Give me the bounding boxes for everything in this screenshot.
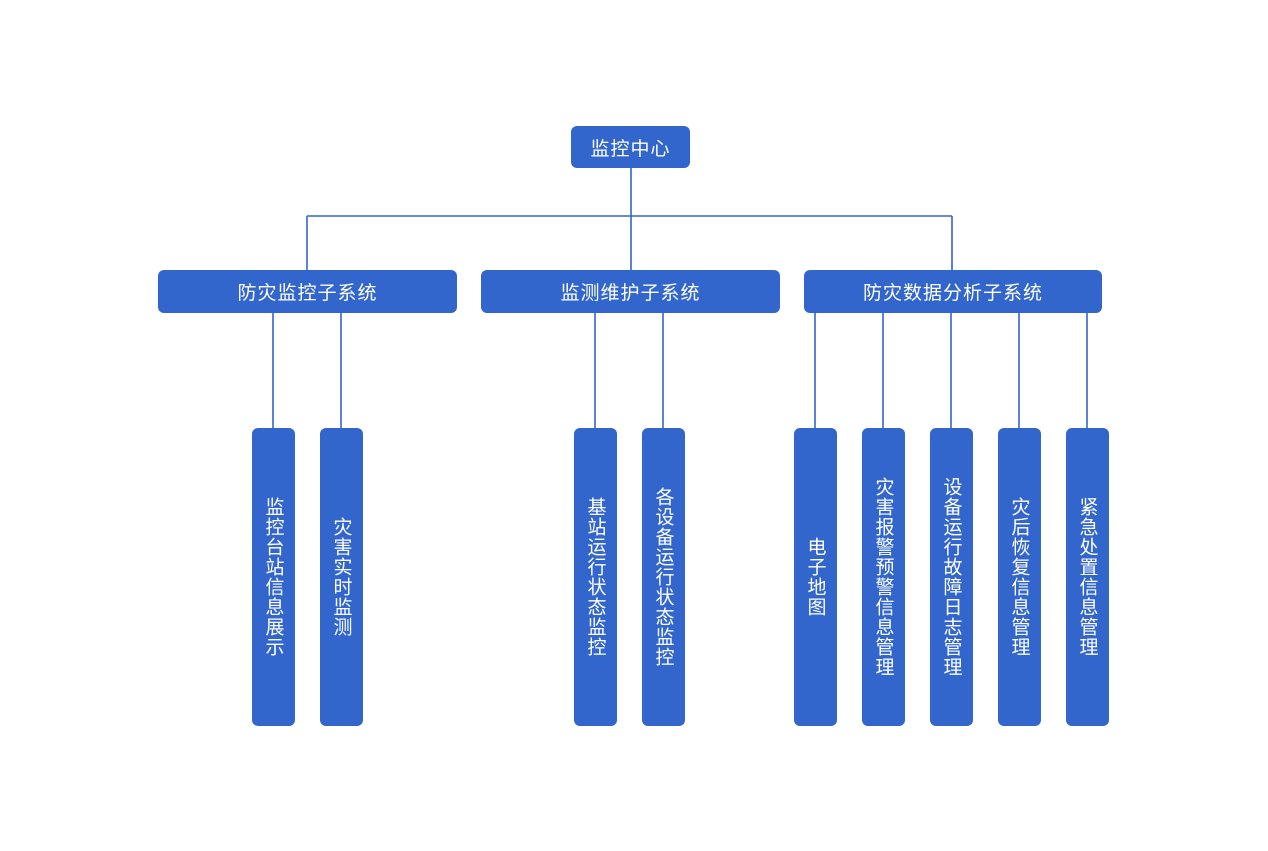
leaf-node-device-status: 各设备运行状态监控 (642, 428, 685, 726)
leaf-node-recovery-info: 灾后恢复信息管理 (998, 428, 1041, 726)
leaf-node-electronic-map: 电子地图 (794, 428, 837, 726)
subsystem-node-data-analysis: 防灾数据分析子系统 (804, 270, 1102, 313)
subsystem-node-disaster-monitoring: 防灾监控子系统 (158, 270, 457, 313)
subsystem-node-monitoring-maintenance: 监测维护子系统 (481, 270, 780, 313)
leaf-node-emergency-info: 紧急处置信息管理 (1066, 428, 1109, 726)
leaf-node-station-info: 监控台站信息展示 (252, 428, 295, 726)
leaf-node-fault-log: 设备运行故障日志管理 (930, 428, 973, 726)
root-node: 监控中心 (571, 126, 690, 168)
leaf-node-realtime-monitoring: 灾害实时监测 (320, 428, 363, 726)
leaf-node-alarm-warning: 灾害报警预警信息管理 (862, 428, 905, 726)
leaf-node-base-station-status: 基站运行状态监控 (574, 428, 617, 726)
